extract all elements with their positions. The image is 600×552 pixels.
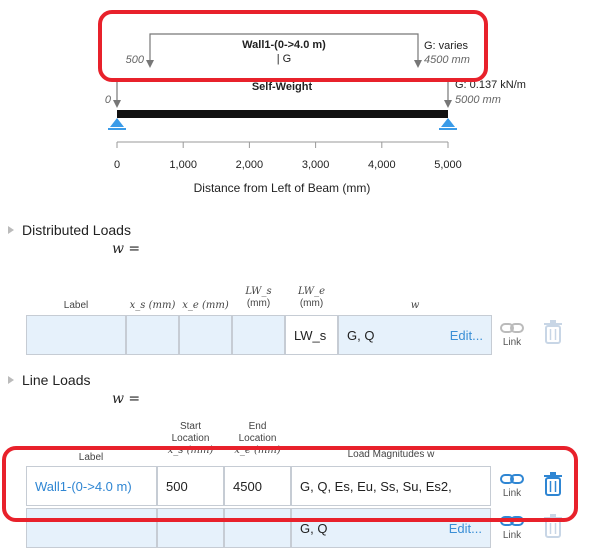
distributed-loads-header[interactable]: Distributed Loads xyxy=(8,222,131,238)
line-header-magnitudes: Load Magnitudes w xyxy=(347,449,435,460)
load-start-value: 500 xyxy=(126,54,145,66)
line2-link-label: Link xyxy=(502,530,522,541)
expand-triangle-icon[interactable] xyxy=(8,226,14,234)
sw-end-value: 5000 mm xyxy=(455,94,501,106)
x-tick-label: 4,000 xyxy=(368,159,396,171)
line-w-label: w = xyxy=(112,391,141,407)
dist-header-xe: x_e (mm) xyxy=(182,300,229,311)
highlight-line-load-box xyxy=(2,446,578,522)
x-tick-label: 3,000 xyxy=(302,159,330,171)
dist-header-lwe: LW_e(mm) xyxy=(298,286,325,309)
x-tick-label: 5,000 xyxy=(434,159,462,171)
load-side-label: G: varies xyxy=(424,40,469,52)
expand-triangle-icon[interactable] xyxy=(8,376,14,384)
sw-start-value: 0 xyxy=(105,94,112,106)
link-chain-icon xyxy=(500,323,524,333)
self-weight-title: Self-Weight xyxy=(252,81,313,93)
line2-end-input[interactable] xyxy=(224,508,291,548)
sw-value: G: 0.137 kN/m xyxy=(455,79,526,91)
line-loads-title: Line Loads xyxy=(22,372,91,388)
dist-label-input[interactable] xyxy=(26,315,126,355)
line2-start-input[interactable] xyxy=(157,508,224,548)
x-tick-label: 0 xyxy=(114,159,120,171)
distributed-w-label: w = xyxy=(112,241,141,257)
line-start-input[interactable]: 500 xyxy=(157,466,224,506)
dist-xe-input[interactable] xyxy=(179,315,232,355)
load-bracket xyxy=(149,33,419,60)
dist-link-button[interactable]: Link xyxy=(497,322,527,348)
dist-lwe-input[interactable]: LW_s xyxy=(285,315,338,355)
load-end-arrow xyxy=(414,60,422,68)
sw-end-arrow xyxy=(444,100,452,108)
line2-edit-link[interactable]: Edit... xyxy=(448,520,482,536)
line-label-input[interactable]: Wall1-(0->4.0 m) xyxy=(26,466,157,506)
sw-start-arrow xyxy=(113,100,121,108)
line-delete-icon[interactable] xyxy=(543,472,563,496)
left-support-icon xyxy=(108,118,126,130)
load-end-value: 4500 mm xyxy=(424,54,470,66)
dist-lws-input[interactable] xyxy=(232,315,285,355)
load-title: Wall1-(0->4.0 m) xyxy=(242,39,326,51)
line-header-label: Label xyxy=(78,452,104,463)
line2-label-input[interactable] xyxy=(26,508,157,548)
dist-xs-input[interactable] xyxy=(126,315,179,355)
line-link-label: Link xyxy=(502,488,522,499)
dist-header-w: w xyxy=(410,300,420,311)
dist-header-xs: x_s (mm) xyxy=(129,300,176,311)
x-tick-label: 1,000 xyxy=(169,159,197,171)
dist-header-lws: LW_s(mm) xyxy=(245,286,272,309)
link-chain-icon xyxy=(500,474,524,484)
axis-label: Distance from Left of Beam (mm) xyxy=(194,181,371,195)
right-support-icon xyxy=(439,118,457,130)
load-sub: | G xyxy=(277,53,291,65)
line-end-input[interactable]: 4500 xyxy=(224,466,291,506)
dist-delete-icon[interactable] xyxy=(543,320,563,344)
dist-w-input[interactable]: G, Q Edit... xyxy=(338,315,492,355)
highlight-load-box xyxy=(98,10,488,82)
line-magnitudes-input[interactable]: G, Q, Es, Eu, Ss, Su, Es2, xyxy=(291,466,491,506)
dist-edit-link[interactable]: Edit... xyxy=(449,327,483,343)
beam xyxy=(117,110,448,118)
line-link-button[interactable]: Link xyxy=(497,473,527,499)
distributed-loads-title: Distributed Loads xyxy=(22,222,131,238)
dist-w-value: G, Q xyxy=(347,327,375,343)
x-tick-label: 2,000 xyxy=(236,159,264,171)
dist-header-label: Label xyxy=(63,300,89,311)
beam-diagram: Wall1-(0->4.0 m) | G 500 4500 mm G: vari… xyxy=(105,33,526,195)
line2-magnitudes-value: G, Q xyxy=(300,520,328,536)
line-loads-header[interactable]: Line Loads xyxy=(8,372,91,388)
load-start-arrow xyxy=(146,60,154,68)
x-axis-ticks: 0 1,000 2,000 3,000 4,000 5,000 xyxy=(114,142,462,171)
line2-magnitudes-input[interactable]: G, Q Edit... xyxy=(291,508,491,548)
dist-link-label: Link xyxy=(502,337,522,348)
